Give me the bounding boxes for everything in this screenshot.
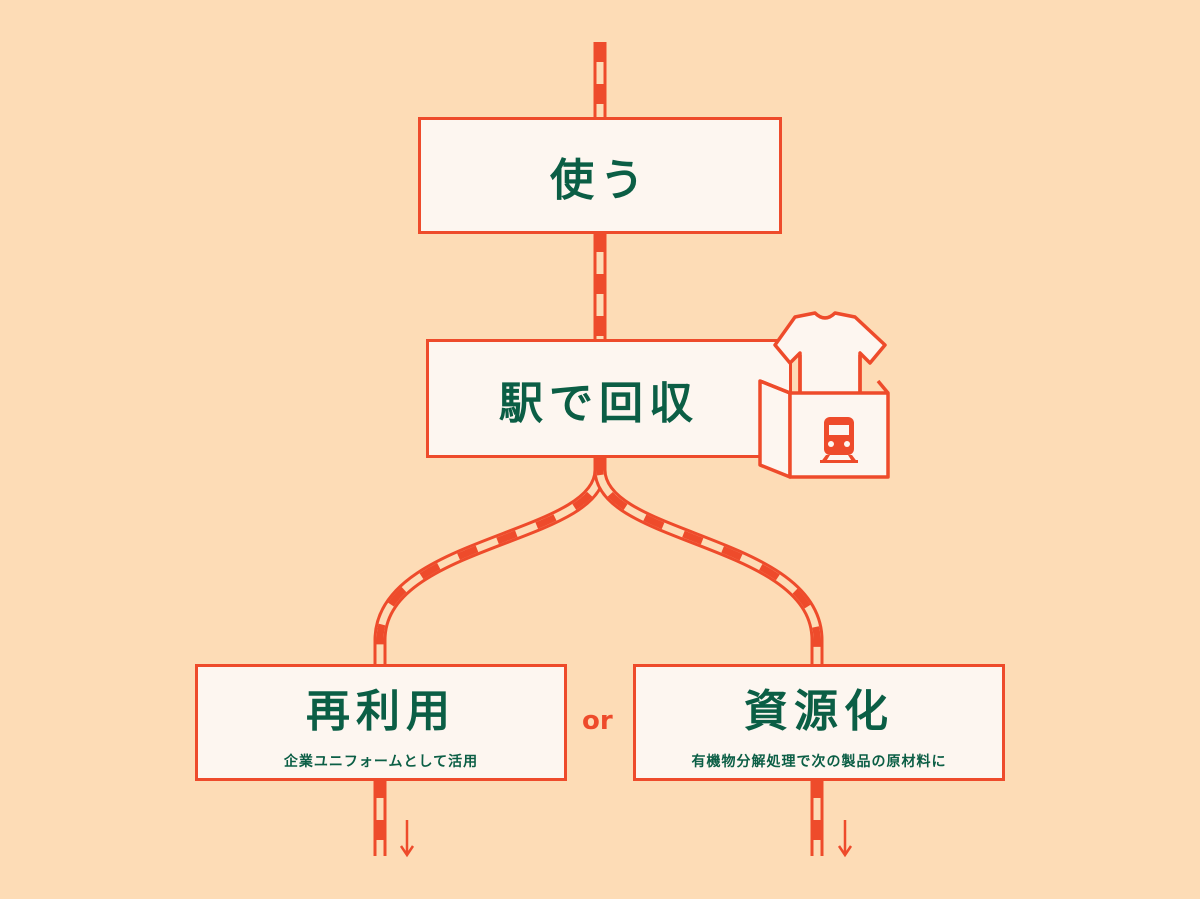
or-label: or (582, 706, 613, 736)
track-branch-left (380, 455, 600, 668)
collection-box-icon (758, 311, 890, 479)
step-recycle-box: 資源化 有機物分解処理で次の製品の原材料に (633, 664, 1005, 781)
track-layer (376, 455, 604, 668)
step-recycle-subtitle: 有機物分解処理で次の製品の原材料に (691, 753, 947, 770)
step-use-title: 使う (550, 154, 650, 206)
track-layer (373, 455, 607, 668)
track-layer (596, 455, 821, 668)
step-collect-box: 駅で回収 (426, 339, 792, 458)
tshirt-icon (773, 311, 887, 397)
step-recycle-title: 資源化 (744, 685, 894, 737)
step-reuse-subtitle: 企業ユニフォームとして活用 (283, 753, 479, 770)
track-branch-right (600, 455, 817, 668)
step-collect-title: 駅で回収 (499, 377, 699, 429)
train-icon (820, 417, 858, 463)
track-layer (593, 455, 824, 668)
step-reuse-box: 再利用 企業ユニフォームとして活用 (195, 664, 567, 781)
step-reuse-title: 再利用 (306, 685, 456, 737)
box-side (758, 379, 792, 479)
track-layer (376, 455, 604, 668)
track-layer (596, 455, 821, 668)
arrow-down-icon-right (837, 820, 853, 858)
arrow-down-icon-left (399, 820, 415, 858)
step-use-box: 使う (418, 117, 782, 234)
